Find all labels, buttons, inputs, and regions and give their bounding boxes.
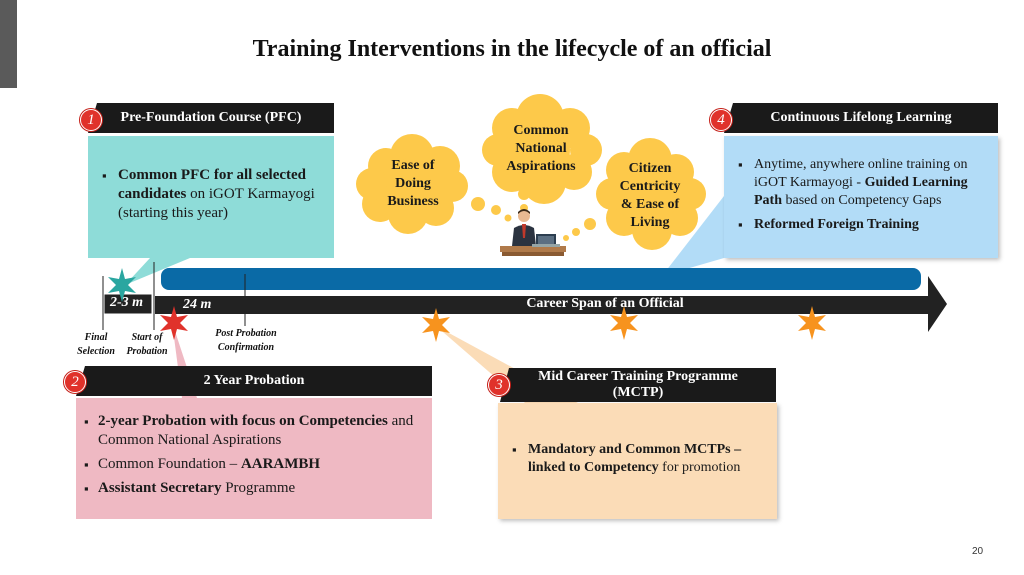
lifelong-bullet-1-bold: Guided Learning Path <box>754 175 968 208</box>
label-start-probation-line2: Probation <box>126 346 168 357</box>
cloud-national-line3: Aspirations <box>506 159 576 174</box>
lifelong-bullet-2: Reformed Foreign Training <box>732 216 992 234</box>
probation-bullet-2: Common Foundation – AARAMBH <box>78 455 426 474</box>
lifelong-box: Anytime, anywhere online training on iGO… <box>724 136 998 258</box>
trail-bubble <box>518 188 530 200</box>
label-post-probation-line1: Post Probation <box>215 328 277 339</box>
label-start-probation: Start of Probation <box>120 331 174 359</box>
mctp-bullet-1: Mandatory and Common MCTPs – linked to C… <box>506 441 769 477</box>
pfc-callout-pointer <box>125 258 190 285</box>
cloud-ease-line1: Ease of <box>391 158 435 173</box>
probation-box: 2-year Probation with focus on Competenc… <box>76 398 432 519</box>
official-at-desk-icon <box>500 209 566 256</box>
pfc-header-label: Pre-Foundation Course (PFC) <box>120 110 302 125</box>
mctp-header: Mid Career Training Programme (MCTP) <box>500 368 776 402</box>
lifelong-header: Continuous Lifelong Learning <box>724 103 998 133</box>
mctp-bullet-1-text: for promotion <box>658 460 741 475</box>
lifelong-bullet-1-text: Anytime, anywhere online training on iGO… <box>754 157 968 190</box>
label-post-probation: Post Probation Confirmation <box>204 327 288 355</box>
mctp-box: Mandatory and Common MCTPs – linked to C… <box>498 403 777 519</box>
segment-2-3m-label: 2-3 m <box>110 295 144 310</box>
probation-header: 2 Year Probation <box>76 366 432 396</box>
career-span-label: Career Span of an Official <box>526 296 684 311</box>
cloud-citizen-line1: Citizen <box>628 161 672 176</box>
cloud-national-shape <box>482 94 602 204</box>
probation-bullet-1: 2-year Probation with focus on Competenc… <box>78 412 426 450</box>
pfc-bullet-1: Common PFC for all selected candidates o… <box>96 166 324 223</box>
lifelong-header-label: Continuous Lifelong Learning <box>770 110 952 125</box>
slide-title: Training Interventions in the lifecycle … <box>252 36 772 62</box>
mctp-step-badge: 3 <box>488 374 510 396</box>
star-orange-icon <box>798 306 826 340</box>
career-span-arrow <box>244 276 947 332</box>
label-post-probation-line2: Confirmation <box>217 342 275 353</box>
probation-bullet-3: Assistant Secretary Programme <box>78 479 426 498</box>
lifelong-bullet-1: Anytime, anywhere online training on iGO… <box>732 156 992 210</box>
probation-bullet-1-text: and Common National Aspirations <box>98 413 414 448</box>
segment-2-3m-bar <box>103 293 153 315</box>
star-orange-icon <box>422 308 450 342</box>
pfc-step-badge: 1 <box>80 109 102 131</box>
pfc-header: Pre-Foundation Course (PFC) <box>88 103 334 133</box>
cloud-national-line2: National <box>515 141 567 156</box>
label-final-selection: Final Selection <box>70 331 122 359</box>
cloud-ease-of-doing-business: Ease of Doing Business <box>372 157 454 211</box>
segment-24m-bar <box>155 296 244 314</box>
mctp-header-line2: (MCTP) <box>612 385 664 400</box>
trail-bubble <box>504 214 512 222</box>
trail-bubble <box>491 205 501 215</box>
cloud-citizen-centricity: Citizen Centricity & Ease of Living <box>608 160 692 232</box>
lifelong-step-badge: 4 <box>710 109 732 131</box>
cloud-citizen-line3: & Ease of <box>620 197 680 212</box>
lifelong-bullet-2-bold: Reformed Foreign Training <box>754 217 919 232</box>
pfc-box: Common PFC for all selected candidates o… <box>88 136 334 258</box>
cloud-ease-line2: Doing <box>395 176 431 191</box>
probation-header-label: 2 Year Probation <box>203 373 305 388</box>
label-final-selection-line2: Selection <box>77 346 115 357</box>
corner-accent-bar <box>0 0 17 88</box>
trail-bubble <box>563 235 569 241</box>
trail-bubble <box>471 197 485 211</box>
lifelong-learning-bar <box>161 268 921 290</box>
probation-step-badge: 2 <box>64 371 86 393</box>
lifelong-bullet-1-rest: based on Competency Gaps <box>782 193 942 208</box>
star-orange-icon <box>610 306 638 340</box>
trail-bubble <box>572 228 580 236</box>
cloud-national-line1: Common <box>513 123 569 138</box>
pfc-bullet-1-bold: Common PFC for all selected candidates <box>118 167 307 202</box>
probation-bullet-2-bold: AARAMBH <box>240 456 321 472</box>
probation-bullet-3-bold: Assistant Secretary <box>98 480 222 496</box>
cloud-citizen-line4: Living <box>630 215 670 230</box>
lifelong-callout-pointer <box>662 196 724 276</box>
pfc-bullet-1-text: on iGOT Karmayogi (starting this year) <box>118 186 315 221</box>
cloud-ease-line3: Business <box>387 194 439 209</box>
segment-24m-label: 24 m <box>183 297 212 312</box>
mctp-header-line1: Mid Career Training Programme <box>538 369 738 384</box>
label-final-selection-line1: Final <box>84 332 108 343</box>
probation-bullet-3-text: Programme <box>221 480 296 496</box>
probation-bullet-2-text: Common Foundation – <box>98 456 241 472</box>
trail-bubble <box>584 218 596 230</box>
label-start-probation-line1: Start of <box>131 332 163 343</box>
mctp-bullet-1-bold: Mandatory and Common MCTPs – linked to C… <box>528 442 742 475</box>
cloud-citizen-shape <box>596 138 706 250</box>
star-red-icon <box>160 306 188 340</box>
cloud-ease-shape <box>356 134 468 234</box>
cloud-common-national-aspirations: Common National Aspirations <box>498 122 584 176</box>
page-number: 20 <box>972 546 984 557</box>
probation-bullet-1-bold: 2-year Probation with focus on Competenc… <box>98 413 388 429</box>
star-teal-icon <box>108 268 136 302</box>
cloud-citizen-line2: Centricity <box>619 179 681 194</box>
